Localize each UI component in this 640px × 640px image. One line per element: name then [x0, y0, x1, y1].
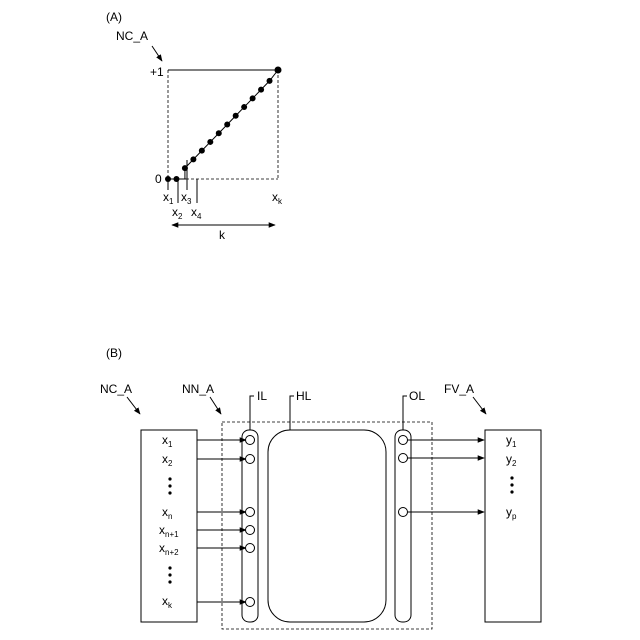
output-node [399, 454, 408, 463]
series-point [182, 165, 188, 171]
ellipsis-dot [168, 477, 171, 480]
hidden-layer-leader [290, 396, 294, 430]
input-node [246, 526, 255, 535]
output-name-pointer [473, 397, 486, 414]
ellipsis-dot [510, 483, 513, 486]
x-label-k: xk [272, 190, 283, 206]
output-y2: y2 [506, 452, 517, 468]
input-x2: x2 [162, 452, 173, 468]
input-node [246, 598, 255, 607]
output-block-name: FV_A [444, 382, 474, 396]
series-point [165, 176, 171, 182]
input-node [246, 508, 255, 517]
k-span-label: k [219, 228, 226, 242]
series-point [224, 122, 230, 128]
series-line [168, 70, 278, 179]
series-point [173, 176, 179, 182]
x-label-3: x3 [181, 190, 192, 206]
series-point [241, 104, 247, 110]
series-point [275, 67, 282, 74]
series-point [207, 139, 213, 145]
input-x1: x1 [162, 433, 173, 449]
panel-a: (A) NC_A +1 0 x1 x2 x3 x4 xk k [106, 10, 283, 242]
y-axis-name: NC_A [116, 29, 148, 43]
input-node [246, 436, 255, 445]
panel-b: (B) NC_A NN_A IL HL OL FV_A x1 x2 xn xn+… [100, 346, 541, 629]
x-label-2: x2 [172, 205, 183, 221]
series-point [190, 156, 196, 162]
y-axis-name-pointer [152, 46, 162, 61]
panel-a-label: (A) [106, 10, 122, 24]
input-layer-leader [250, 396, 254, 430]
input-xn: xn [162, 505, 172, 521]
network-name-pointer [210, 397, 221, 414]
y-tick-zero: 0 [155, 172, 162, 186]
input-xk: xk [162, 594, 173, 610]
y-tick-top: +1 [150, 65, 164, 79]
series-point [267, 78, 273, 84]
x-label-4: x4 [191, 205, 202, 221]
input-name-pointer [127, 397, 140, 414]
panel-b-label: (B) [106, 346, 122, 360]
output-layer-leader [403, 396, 407, 430]
series-point [233, 113, 239, 119]
input-node [246, 544, 255, 553]
output-layer-label: OL [409, 389, 425, 403]
series-point [258, 87, 264, 93]
series-points [165, 67, 282, 183]
series-point [199, 148, 205, 154]
input-xn2: xn+2 [159, 541, 179, 557]
series-point [216, 130, 222, 136]
series-point [250, 95, 256, 101]
output-yp: yp [506, 505, 517, 521]
hidden-layer-label: HL [296, 389, 312, 403]
output-y1: y1 [506, 433, 517, 449]
ellipsis-dot [168, 491, 171, 494]
input-block-name: NC_A [100, 382, 132, 396]
ellipsis-dot [510, 476, 513, 479]
ellipsis-dot [168, 573, 171, 576]
hidden-layer-box [268, 430, 386, 622]
network-name: NN_A [182, 382, 214, 396]
output-node [399, 508, 408, 517]
input-xn1: xn+1 [159, 523, 179, 539]
ellipsis-dot [510, 490, 513, 493]
input-layer-label: IL [257, 389, 267, 403]
network-boundary [222, 422, 432, 629]
ellipsis-dot [168, 484, 171, 487]
x-label-1: x1 [163, 190, 174, 206]
ellipsis-dot [168, 566, 171, 569]
input-node [246, 455, 255, 464]
ellipsis-dot [168, 580, 171, 583]
output-node [399, 436, 408, 445]
